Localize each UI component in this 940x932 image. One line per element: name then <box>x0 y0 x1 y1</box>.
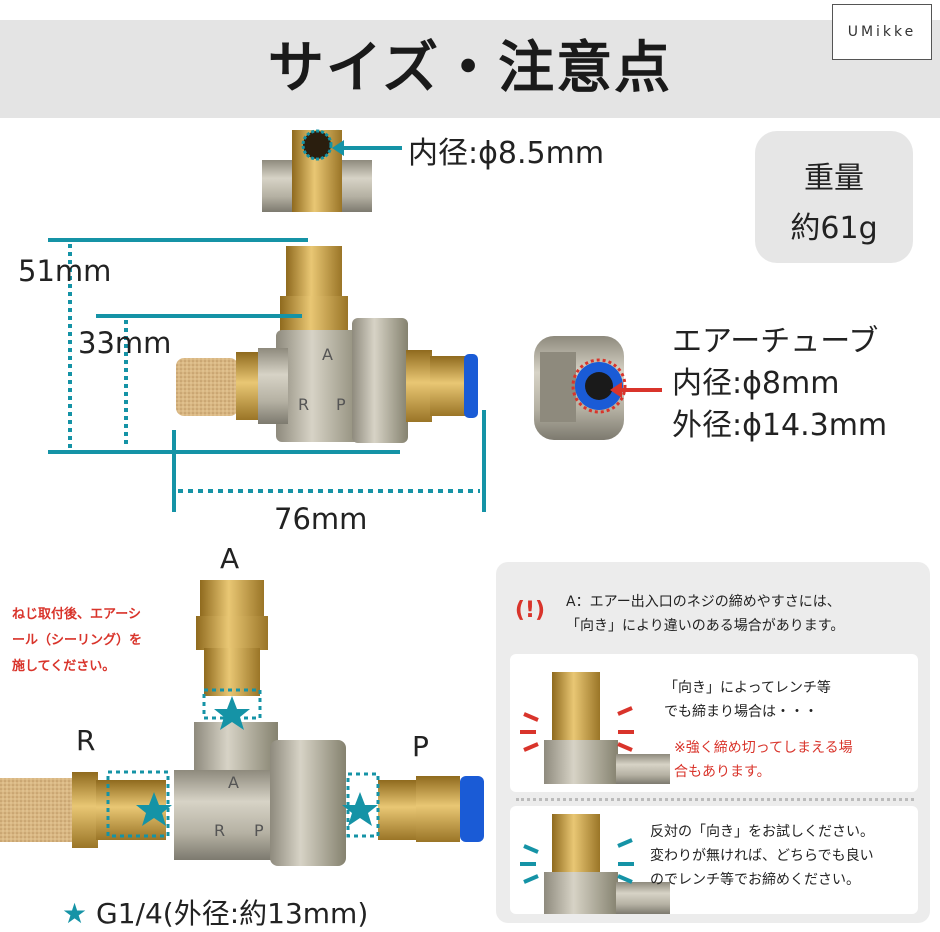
air-tube-inner: 内径:ϕ8mm <box>672 366 840 401</box>
case2-text: 反対の「向き」をお試しください。 変わりが無ければ、どちらでも良い のでレンチ等… <box>650 820 874 892</box>
air-tube-title: エアーチューブ <box>672 324 879 359</box>
seal-note-line: ねじ取付後、エアーシ <box>12 607 141 622</box>
case2-line: のでレンチ等でお締めください。 <box>650 872 860 888</box>
reverse-fitting-photo <box>520 814 670 914</box>
dimension-lines <box>48 238 486 512</box>
svg-text:A: A <box>228 773 239 792</box>
tight-fitting-photo <box>520 672 670 784</box>
top-view-photo <box>262 129 402 212</box>
seal-note: ねじ取付後、エアーシ ール（シーリング）を 施してください。 <box>12 602 142 680</box>
thread-legend-text: G1/4(外径:約13mm) <box>96 897 369 930</box>
dim-length: 76mm <box>274 502 368 536</box>
inner-diameter-top-label: 内径:ϕ8.5mm <box>408 136 605 171</box>
air-tube-outer: 外径:ϕ14.3mm <box>672 408 888 443</box>
page-title: サイズ・注意点 <box>267 36 673 101</box>
seal-note-line: ール（シーリング）を <box>12 633 143 648</box>
air-tube-photo <box>534 336 662 440</box>
dim-height-total: 51mm <box>18 254 112 288</box>
case1-warning-line: 合もあります。 <box>674 764 771 780</box>
warning-signal-icon: (!) <box>514 598 546 623</box>
port-a-label: A <box>220 542 240 575</box>
caution-header: A：エアー出入口のネジの締めやすさには、 「向き」により違いのある場合があります… <box>566 590 844 638</box>
svg-text:P: P <box>336 395 346 414</box>
caution-header-line: A：エアー出入口のネジの締めやすさには、 <box>566 594 841 610</box>
exploded-view-photo: A R P <box>0 580 484 866</box>
dim-height-body: 33mm <box>78 326 172 360</box>
caution-header-line: 「向き」により違いのある場合があります。 <box>566 618 845 634</box>
case1-warning: ※強く締め切ってしまえる場 合もあります。 <box>674 736 853 784</box>
case1-text: 「向き」によってレンチ等 でも締まり場合は・・・ <box>664 676 831 724</box>
weight-label: 重量 <box>804 161 864 196</box>
case2-line: 反対の「向き」をお試しください。 <box>650 824 874 840</box>
case1-warning-line: ※強く締め切ってしまえる場 <box>674 740 853 756</box>
side-view-photo: A R P <box>176 246 478 443</box>
svg-text:P: P <box>254 821 264 840</box>
panel-divider <box>516 798 914 801</box>
port-r-label: R <box>76 724 96 757</box>
header-bar <box>0 20 940 118</box>
seal-note-line: 施してください。 <box>12 659 116 674</box>
port-p-label: P <box>412 730 429 763</box>
case2-line: 変わりが無ければ、どちらでも良い <box>650 848 874 864</box>
weight-value: 約61g <box>790 211 878 246</box>
brand-logo: UMikke <box>832 4 932 60</box>
svg-text:A: A <box>322 345 333 364</box>
case1-line: 「向き」によってレンチ等 <box>664 680 831 696</box>
thread-legend: ★ G1/4(外径:約13mm) <box>62 892 368 932</box>
svg-text:R: R <box>214 821 225 840</box>
case1-line: でも締まり場合は・・・ <box>664 704 818 720</box>
weight-box: 重量 約61g <box>755 131 913 263</box>
svg-text:R: R <box>298 395 309 414</box>
star-icon: ★ <box>62 897 88 930</box>
